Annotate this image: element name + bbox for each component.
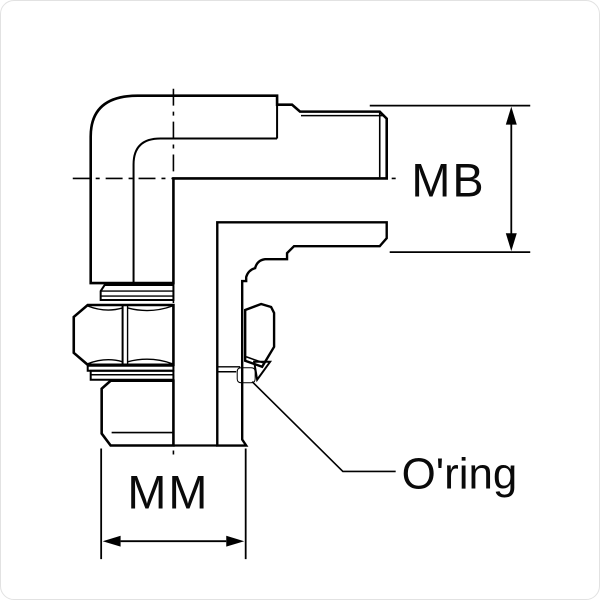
nut-section-edge-line <box>245 356 264 364</box>
nut-section <box>243 302 276 369</box>
mm-arrowhead-right <box>226 535 245 547</box>
mm-arrowhead-left <box>102 535 121 547</box>
mb-arrowhead-down <box>505 233 517 252</box>
oring-label: O'ring <box>402 449 518 498</box>
elbow-body <box>89 94 389 285</box>
mb-arrowhead-up <box>505 106 517 125</box>
oring-leader-line <box>251 381 396 473</box>
hex-nut <box>72 303 175 367</box>
mb-label: MB <box>411 154 485 206</box>
section-corner-block <box>216 221 388 447</box>
external-view <box>72 94 389 447</box>
body-detail-lines <box>87 95 385 447</box>
mb-dimension: MB <box>369 104 531 254</box>
bottom-thread-stud <box>100 379 175 447</box>
section-view <box>216 221 388 447</box>
neck-collar <box>99 284 175 301</box>
o-ring <box>236 367 256 384</box>
oring-callout: O'ring <box>251 381 518 498</box>
mm-label: MM <box>127 466 209 518</box>
mm-dimension: MM <box>100 448 247 560</box>
centerlines <box>72 88 397 455</box>
